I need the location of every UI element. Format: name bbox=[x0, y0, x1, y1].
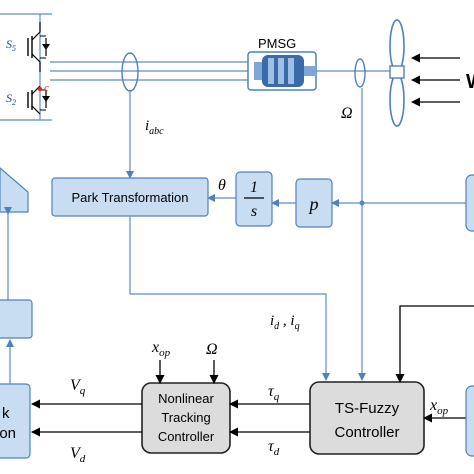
ts-fuzzy-controller-block bbox=[309, 381, 425, 455]
three-phase-lines bbox=[50, 52, 250, 92]
pole-pairs-label: p bbox=[308, 194, 319, 214]
xop-ts-label: xop bbox=[429, 397, 449, 417]
nonlinear-label-1: Nonlinear bbox=[158, 391, 214, 406]
omega-nl-label: Ω bbox=[206, 341, 218, 358]
vq-label: Vq bbox=[70, 377, 86, 397]
left-mid-block bbox=[0, 299, 33, 339]
right-feedback-arrow bbox=[395, 305, 474, 383]
node-c-dot bbox=[37, 86, 43, 92]
speed-sensor-icon bbox=[354, 58, 366, 88]
wind-label: W bbox=[466, 71, 474, 93]
wind-arrows bbox=[411, 53, 460, 107]
nonlinear-label-3: Controller bbox=[158, 429, 215, 444]
s5-label: S5 bbox=[6, 37, 16, 53]
tau-q-label: τq bbox=[268, 383, 280, 403]
nonlinear-controller-block bbox=[141, 382, 231, 454]
left-bottom-label-2: ion bbox=[0, 425, 16, 442]
tau-d-label: τd bbox=[268, 438, 280, 458]
c-label: c bbox=[44, 82, 49, 94]
xop-nl-label: xop bbox=[151, 339, 171, 359]
right-bottom-offscreen-block bbox=[465, 385, 474, 457]
integrator-block bbox=[235, 171, 273, 227]
s2-label: S2 bbox=[6, 91, 16, 107]
left-bottom-block bbox=[0, 383, 31, 459]
integrator-numerator: 1 bbox=[250, 179, 258, 196]
pmsg-label: PMSG bbox=[258, 36, 296, 51]
iabc-label: iabc bbox=[145, 118, 164, 137]
integrator-denominator: s bbox=[251, 203, 257, 220]
idq-arrow bbox=[129, 216, 330, 381]
converter-switches: S5 S2 c bbox=[0, 13, 52, 121]
left-triangle-block bbox=[0, 167, 29, 213]
vd-label: Vd bbox=[70, 445, 86, 465]
right-offscreen-block bbox=[465, 174, 474, 232]
left-bottom-label-1: k bbox=[2, 405, 10, 422]
ts-fuzzy-label-1: TS-Fuzzy bbox=[335, 400, 400, 417]
park-transformation-label: Park Transformation bbox=[71, 190, 188, 205]
turbine-icon bbox=[389, 19, 405, 127]
switch-s5-icon bbox=[27, 22, 50, 72]
ts-fuzzy-label-2: Controller bbox=[334, 424, 399, 441]
idq-label: id , iq bbox=[270, 313, 300, 332]
omega-label: Ω bbox=[341, 105, 353, 122]
theta-label: θ bbox=[218, 177, 226, 194]
current-sensor-icon bbox=[121, 52, 139, 92]
nonlinear-label-2: Tracking bbox=[161, 410, 210, 425]
pmsg-icon bbox=[247, 51, 317, 91]
